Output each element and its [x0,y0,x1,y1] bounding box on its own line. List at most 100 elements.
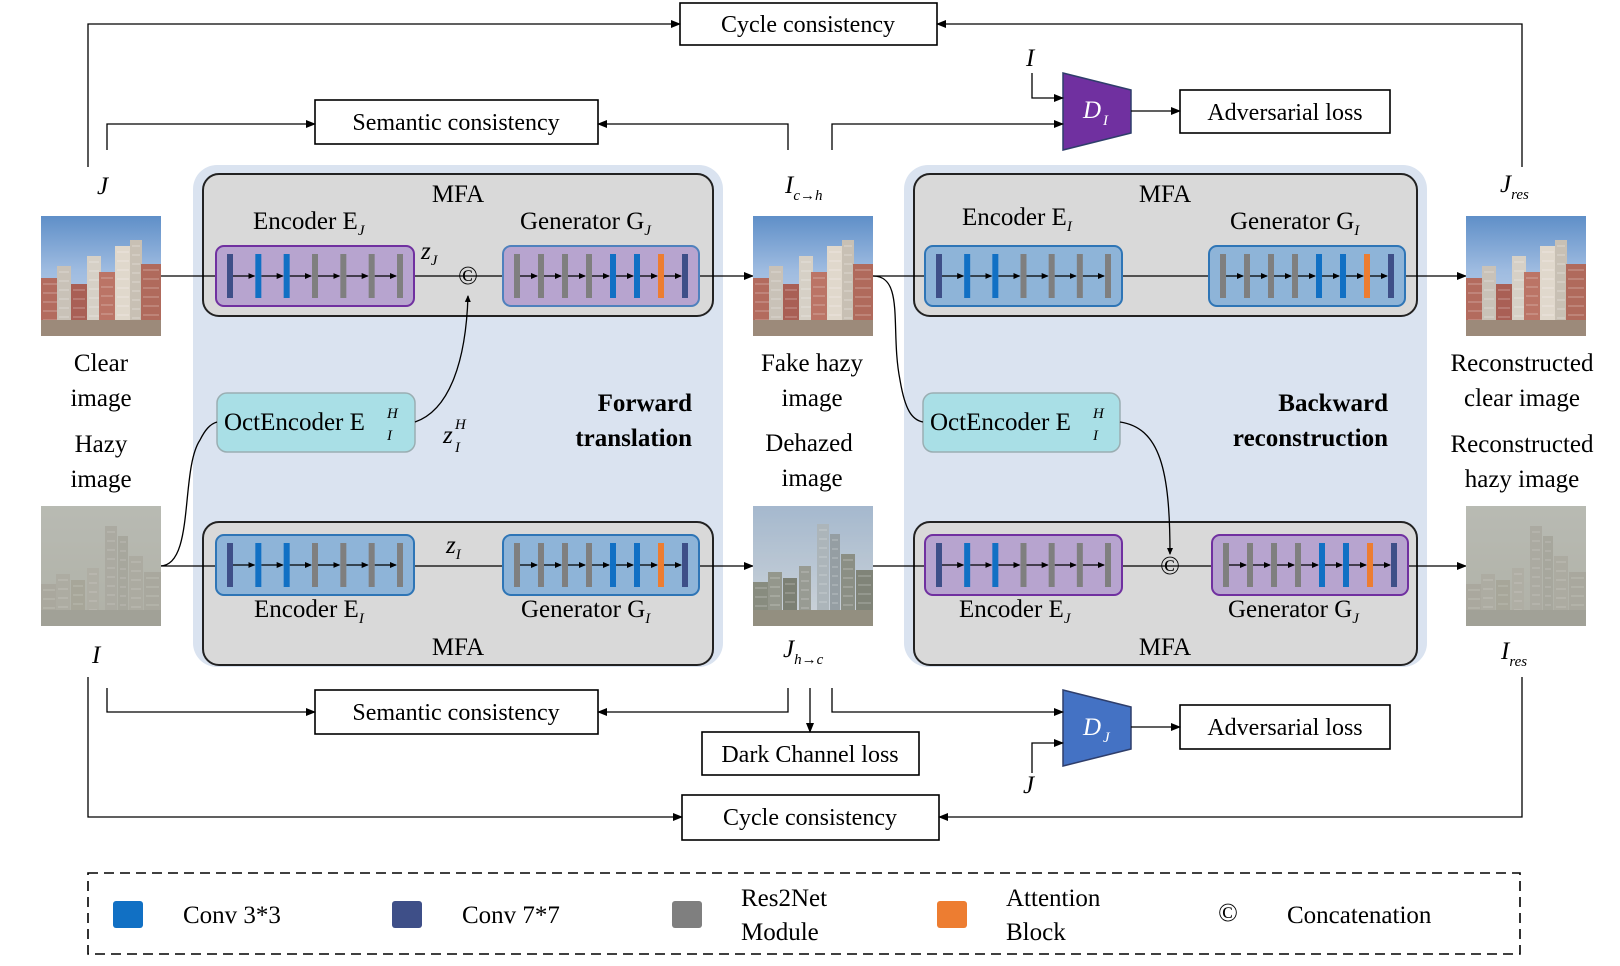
svg-text:D: D [1082,714,1101,741]
semantic-consistency-bottom: Semantic consistency [314,689,599,735]
mfa-label: MFA [432,634,484,661]
forward-title-line1: Forward [598,390,693,417]
thumbnail-building [57,266,71,336]
layer-res2net [1048,543,1055,587]
thumbnail-building [769,266,783,336]
svg-text:Cycle consistency: Cycle consistency [723,805,897,831]
layer-conv7 [682,254,688,298]
layer-conv7 [227,543,233,587]
layer-conv3 [610,254,616,298]
layer-res2net [562,543,568,587]
octencoder-to-concat-connector [414,295,471,423]
I-c2h-label: Ic→h [784,172,823,204]
mfa-label: MFA [1139,181,1191,208]
svg-text:J: J [1103,730,1111,746]
cycle-consistency-top: Cycle consistency [679,2,938,46]
discriminator-DI: D I [1062,72,1132,151]
layer-res2net [1223,543,1229,587]
layer-res2net [1268,254,1274,298]
hazy-image-thumbnail [41,506,161,626]
thumbnail-building [827,246,843,336]
svg-text:D: D [1082,97,1101,124]
layer-conv3 [1343,543,1349,587]
clear-image-thumbnail [41,216,161,336]
svg-text:Adversarial loss: Adversarial loss [1207,100,1362,126]
svg-text:Dark Channel loss: Dark Channel loss [721,742,898,768]
dehazed-image-thumbnail [753,506,873,626]
generator-GJ-title: Generator GJ [1228,596,1360,627]
layer-conv7 [936,254,942,298]
layer-res2net [368,543,375,587]
zIH-label: z H I [442,417,467,456]
concat-node: © [1160,551,1180,580]
svg-text:Adversarial loss: Adversarial loss [1207,715,1362,741]
thumbnail-building [87,256,101,336]
reconstructed-clear-caption: Reconstructed [1450,350,1594,377]
clear-image-caption: image [70,385,131,412]
layer-attention [1364,254,1370,298]
dehazed-caption: image [781,465,842,492]
thumbnail-haze [41,506,161,626]
legend-conv3: Conv 3*3 [183,902,281,929]
dehazed-caption: Dehazed [765,430,853,457]
octencoder-backward: OctEncoder E H I [922,392,1121,453]
layer-conv7 [936,543,942,587]
adversarial-loss-top: Adversarial loss [1179,89,1391,134]
thumbnail-building [853,264,873,336]
legend-attention: Block [1006,919,1066,946]
mfa-label: MFA [1139,634,1191,661]
encoder-EI-title: Encoder EI [962,204,1073,235]
layer-res2net [1105,543,1111,587]
thumbnail-building [115,246,131,336]
hazy-to-octencoder-connector [159,421,218,567]
layer-attention [658,254,664,298]
layer-res2net [562,254,568,298]
reconstructed-hazy-caption: Reconstructed [1450,431,1594,458]
thumbnail-building [1530,526,1542,626]
svg-text:H: H [1092,406,1105,422]
layer-res2net [1292,254,1298,298]
thumbnail-building [842,240,854,336]
legend-concat-symbol: © [1218,898,1238,927]
generator-GJ-title: Generator GJ [520,208,652,239]
layer-stripes [227,254,1397,587]
layer-res2net [586,543,592,587]
thumbnail-building [1512,256,1526,336]
thumbnail-building [1540,246,1556,336]
svg-text:I: I [1102,113,1109,129]
thumbnail-building [130,240,142,336]
thumbnail-haze [1466,506,1586,626]
layer-conv3 [634,254,640,298]
legend-swatch-attention [937,901,967,928]
svg-text:Cycle consistency: Cycle consistency [721,12,895,38]
zJ-label: zJ [420,238,439,269]
thumbnail-ground [753,610,873,626]
layer-res2net [1076,543,1083,587]
fake-hazy-caption: image [781,385,842,412]
hazy-image-caption: image [70,466,131,493]
thumbnail-building [841,554,855,626]
layer-conv7 [1391,543,1397,587]
thumbnail-building [1566,264,1586,336]
svg-text:H: H [454,417,467,433]
I-input-label: I [1025,45,1036,72]
fake-hazy-image-thumbnail [753,216,873,336]
svg-text:I: I [386,428,393,444]
thumbnail-building [129,556,143,626]
layer-attention [1367,543,1373,587]
layer-res2net [538,254,544,298]
backward-title-line1: Backward [1278,390,1388,417]
I-label: I [91,642,102,669]
forward-title-line2: translation [575,425,692,452]
thumbnail-ground [1466,320,1586,336]
hazy-image-caption: Hazy [75,431,128,458]
thumbnail-ground [753,320,873,336]
thumbnail-building [1555,240,1567,336]
discriminator-DJ: D J [1062,689,1132,767]
layer-res2net [1076,254,1083,298]
layer-res2net [397,254,403,298]
layer-res2net [586,254,592,298]
octencoder-to-concat-connector [1119,421,1173,555]
svg-text:OctEncoder E: OctEncoder E [224,409,365,436]
thumbnail-building [141,264,161,336]
